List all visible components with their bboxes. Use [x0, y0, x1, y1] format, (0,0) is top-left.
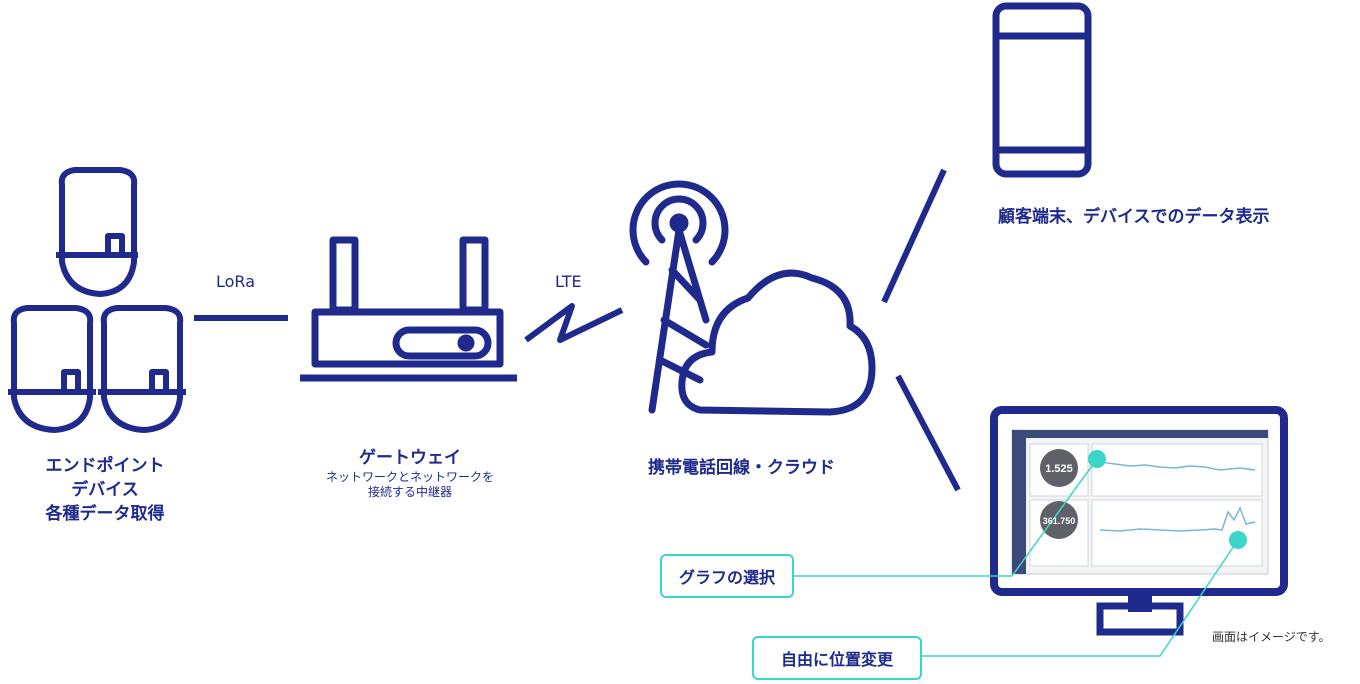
gateway-icon: [300, 236, 517, 382]
endpoint-device-left: [8, 305, 96, 433]
endpoint-label-line1: エンドポイント: [45, 456, 165, 476]
cloud-shape: [678, 269, 876, 416]
endpoint-label-line3: 各種データ取得: [45, 504, 165, 524]
endpoint-label: エンドポイント デバイス 各種データ取得: [40, 454, 170, 526]
cloud-label: 携帯電話回線・クラウド: [648, 458, 835, 478]
endpoint-device-top: [56, 167, 138, 297]
lte-label: LTE: [555, 272, 582, 291]
line-graph-1: [1099, 461, 1256, 471]
mobile-label: 顧客端末、デバイスでのデータ表示: [998, 207, 1270, 227]
gateway-sub2: 接続する中継器: [367, 485, 452, 499]
callout-line-reposition: [922, 539, 1239, 657]
callout-line-graph-select: [794, 458, 1098, 577]
endpoint-label-line2: デバイス: [71, 480, 139, 500]
endpoint-device-right: [98, 305, 186, 433]
gauge-1: [1040, 449, 1078, 487]
lora-label: LoRa: [216, 272, 255, 291]
gateway-title: ゲートウェイ: [359, 448, 461, 468]
line-graph-2: [1099, 506, 1256, 532]
monitor-icon: [990, 406, 1288, 636]
tower-cloud-icon: [629, 180, 876, 416]
gateway-label: ゲートウェイ ネットワークとネットワークを 接続する中継器: [310, 446, 510, 500]
gauge-1-value: 1.525: [1045, 463, 1073, 475]
signal-wave-outer: [629, 180, 729, 266]
smartphone-icon: [992, 2, 1092, 178]
callout-graph-select: グラフの選択: [660, 554, 794, 598]
link-to-monitor: [895, 374, 961, 492]
image-note: 画面はイメージです。: [1212, 630, 1331, 644]
signal-wave-inner: [651, 195, 707, 244]
endpoint-device-icon: [8, 167, 186, 433]
gateway-sub1: ネットワークとネットワークを: [325, 470, 494, 484]
callout-reposition: 自由に位置変更: [752, 636, 922, 680]
link-to-mobile: [881, 168, 947, 304]
gauge-2: [1040, 501, 1078, 539]
lte-link-zigzag: [524, 303, 624, 343]
gauge-2-value: 361.750: [1043, 516, 1076, 526]
